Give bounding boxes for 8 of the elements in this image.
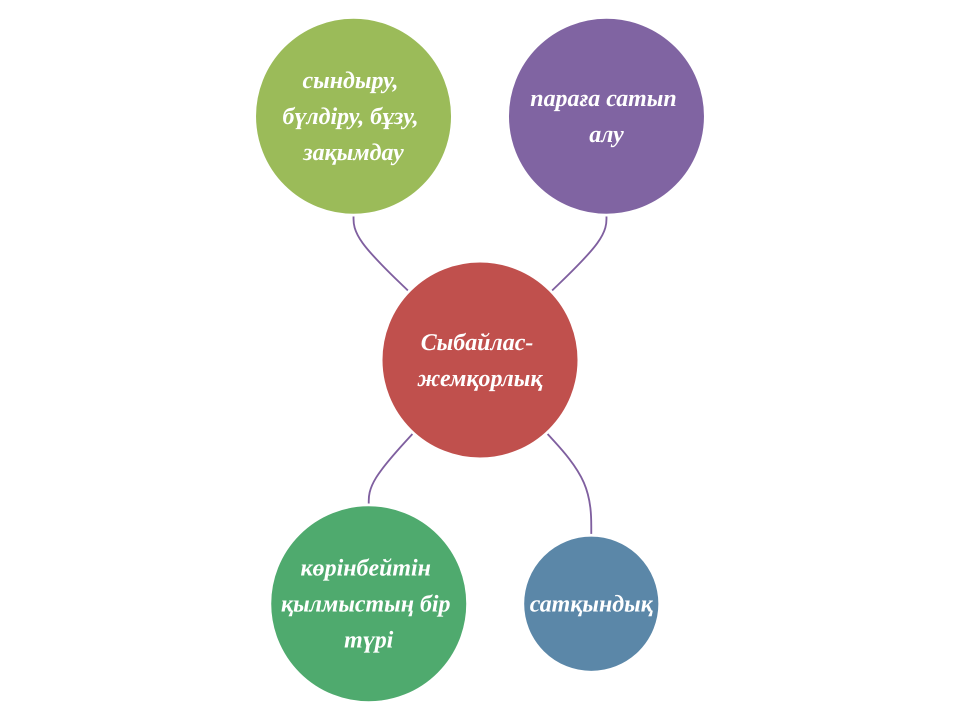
node-circle: көрінбейтін қылмыстың бір түрі <box>268 504 469 704</box>
node-circle: параға сатып алу <box>506 16 707 216</box>
connector <box>546 432 592 536</box>
connector <box>352 215 410 292</box>
connector <box>368 432 414 505</box>
node-circle: сындыру, бүлдіру, бұзу, зақымдау <box>253 16 454 216</box>
connector <box>550 215 608 292</box>
node-circle: Сыбайлас- жемқорлық <box>380 260 580 460</box>
